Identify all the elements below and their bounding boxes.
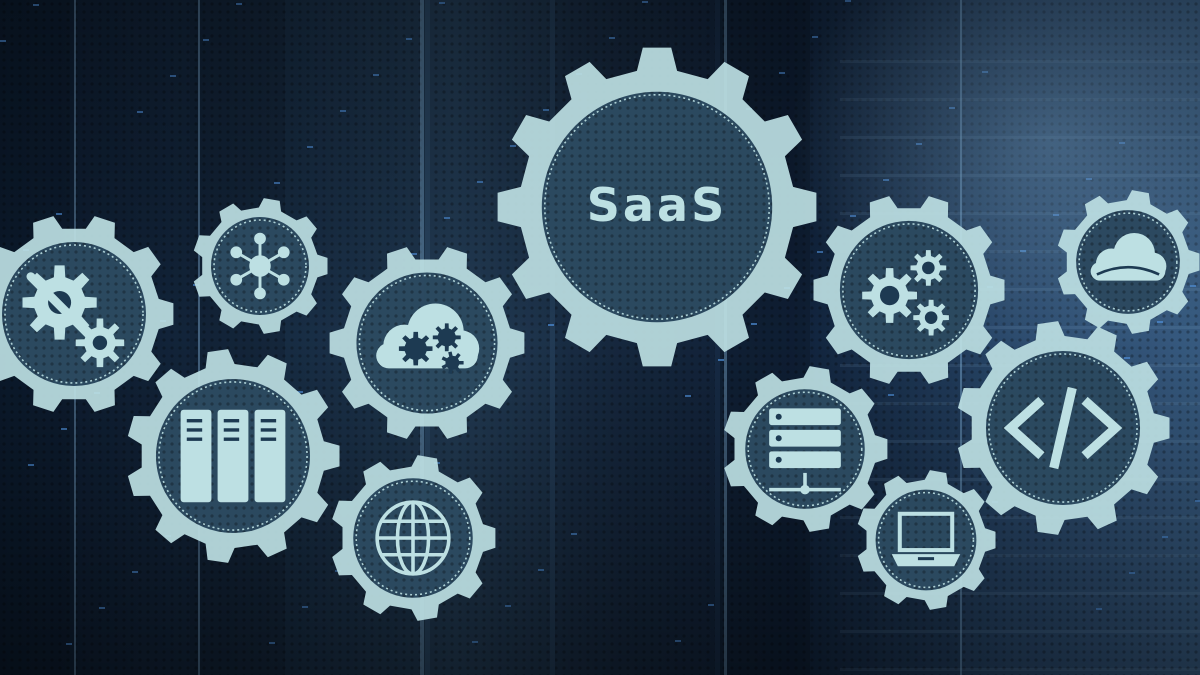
cloud-settings-icon bbox=[376, 303, 480, 374]
code-gear bbox=[957, 321, 1170, 535]
network-gear bbox=[193, 198, 328, 334]
saas-gear: SaaS bbox=[497, 47, 817, 367]
database-gear bbox=[724, 366, 888, 532]
globe-icon bbox=[375, 500, 451, 576]
servers-gear bbox=[127, 349, 340, 563]
settings-icon bbox=[22, 265, 125, 368]
globe-gear bbox=[332, 455, 496, 621]
cloud-settings-gear bbox=[329, 247, 525, 439]
saas-headline: SaaS bbox=[587, 178, 728, 232]
code-icon bbox=[1003, 386, 1123, 470]
cloud-gear bbox=[1057, 190, 1200, 334]
server-cabinets-icon bbox=[180, 409, 286, 503]
laptop-gear bbox=[857, 470, 996, 610]
database-icon bbox=[769, 408, 841, 495]
settings-gear bbox=[0, 216, 174, 412]
cloud-icon bbox=[1090, 232, 1167, 281]
network-icon bbox=[230, 232, 290, 300]
cogs-gear bbox=[813, 196, 1005, 384]
cogs-icon bbox=[862, 250, 949, 336]
laptop-icon bbox=[891, 511, 961, 567]
